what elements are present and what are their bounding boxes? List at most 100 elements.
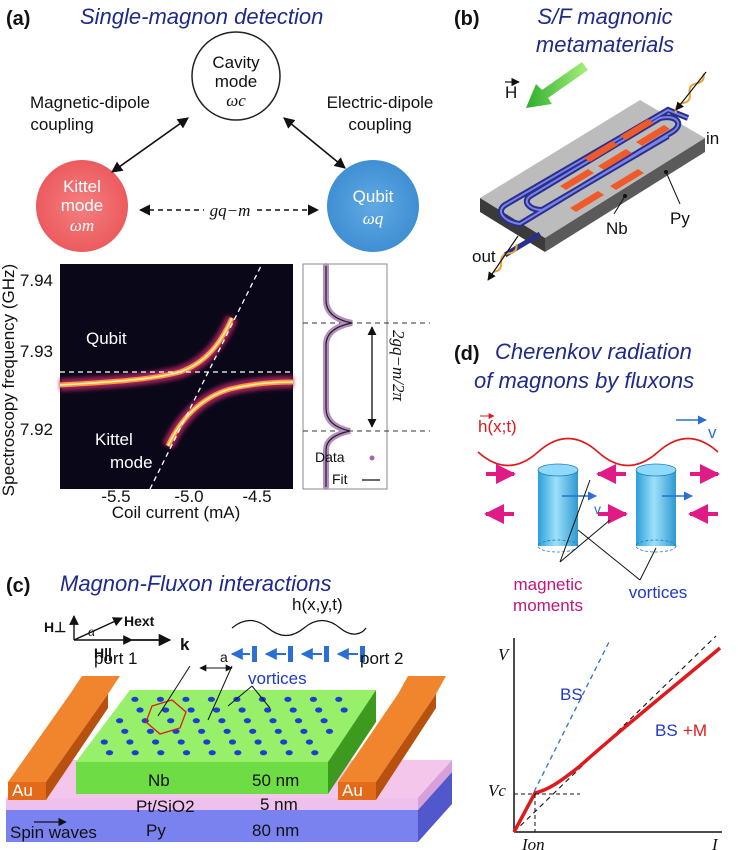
electric-coupling-line2: coupling bbox=[348, 115, 411, 134]
asymptote-line bbox=[513, 635, 717, 833]
k-label: k bbox=[180, 635, 190, 654]
pt-layer-front bbox=[6, 798, 418, 810]
port2-side bbox=[376, 694, 436, 800]
lattice-vortex bbox=[315, 707, 323, 713]
lattice-vortex bbox=[136, 707, 144, 713]
lattice-vortex bbox=[187, 707, 195, 713]
lattice-vortex bbox=[203, 739, 211, 745]
panel-d-title-line1: Cherenkov radiation bbox=[495, 339, 692, 364]
lattice-vortex bbox=[192, 718, 200, 724]
h-perp-label: H⊥ bbox=[44, 619, 66, 635]
xtick-label: -5.0 bbox=[174, 487, 203, 506]
velocity-label-top: v bbox=[708, 423, 717, 442]
kittel-line2: mode bbox=[61, 196, 104, 215]
panel-d-label: (d) bbox=[454, 343, 480, 365]
magnetic-coupling-line2: coupling bbox=[30, 115, 93, 134]
field-arrow bbox=[526, 62, 588, 108]
layer-nb-thickness: 50 nm bbox=[252, 771, 299, 790]
cylinder-body bbox=[538, 470, 578, 546]
lattice-vortex bbox=[167, 718, 175, 724]
panel-c: (c) Magnon-Fluxon interactions H⊥ Hext H… bbox=[6, 571, 452, 842]
py-strip bbox=[584, 141, 618, 162]
in-label: in bbox=[706, 129, 719, 148]
py-pointer bbox=[665, 171, 681, 205]
ytick-label: 7.93 bbox=[20, 342, 53, 361]
lattice-vortex bbox=[280, 739, 288, 745]
kittel-line1: Kittel bbox=[63, 177, 101, 196]
cylinder-top bbox=[635, 463, 677, 477]
lattice-vortex bbox=[259, 750, 268, 756]
lattice-vortex bbox=[198, 728, 206, 734]
cylinder-bottom bbox=[537, 539, 579, 553]
lattice-vortex bbox=[152, 739, 160, 745]
lattice-vortex bbox=[300, 728, 308, 734]
qubit-line1: Qubit bbox=[353, 187, 394, 206]
magnetic-moments-line2: moments bbox=[513, 596, 583, 615]
h-ext-label: Hext bbox=[124, 613, 155, 629]
lattice-vortex bbox=[177, 739, 185, 745]
py-strip bbox=[610, 169, 644, 190]
au-label-2: Au bbox=[342, 781, 363, 800]
lattice-vortex bbox=[285, 750, 293, 756]
field-label: H bbox=[505, 83, 517, 102]
lattice-vortex bbox=[100, 739, 108, 745]
vortex-marker bbox=[252, 646, 257, 662]
panel-c-label: (c) bbox=[6, 575, 30, 597]
lattice-constant-label: a bbox=[220, 649, 228, 665]
electric-coupling-arrow bbox=[283, 117, 346, 169]
bs-m-label-2: +M bbox=[683, 721, 707, 740]
spectrum-fit bbox=[325, 266, 353, 487]
port2-front bbox=[338, 782, 376, 800]
lattice-vortex bbox=[289, 707, 297, 713]
lattice-vortex bbox=[105, 750, 114, 756]
h-wave-c bbox=[231, 619, 367, 637]
py-layer-front bbox=[6, 810, 418, 842]
lattice-vortex bbox=[218, 718, 226, 724]
vortex-pointer bbox=[577, 529, 641, 581]
ytick-label: 7.92 bbox=[20, 420, 53, 439]
lattice-vortex bbox=[157, 750, 165, 756]
panel-d-title-line2: of magnons by fluxons bbox=[474, 368, 694, 393]
ion-label: Ion bbox=[521, 835, 545, 850]
au-label-1: Au bbox=[12, 781, 33, 800]
out-arrow bbox=[487, 235, 519, 281]
magnetic-moment-arrows bbox=[484, 464, 720, 524]
bs-m-curve bbox=[512, 646, 722, 833]
cylinder-body bbox=[636, 470, 676, 546]
lattice-vortex bbox=[146, 728, 154, 734]
moment-pointer bbox=[559, 479, 591, 563]
legend-fit-label: Fit bbox=[332, 471, 348, 487]
xtick-label: -4.5 bbox=[242, 487, 271, 506]
lattice-vortex bbox=[335, 696, 343, 702]
lattice-vortex bbox=[162, 707, 170, 713]
iv-x-label: I bbox=[711, 835, 719, 850]
lattice-vortex bbox=[182, 696, 190, 702]
port1-end bbox=[70, 676, 120, 694]
kittel-branch-label-2: mode bbox=[110, 453, 153, 472]
lattice-vortex bbox=[207, 696, 215, 702]
qubit-node bbox=[327, 160, 419, 252]
vortex-pointer bbox=[639, 547, 657, 581]
vortices-label-c: vortices bbox=[248, 669, 307, 688]
py-strips bbox=[560, 119, 670, 212]
magnetic-moments-line1: magnetic bbox=[514, 575, 583, 594]
nb-label: Nb bbox=[606, 219, 628, 238]
py-strip bbox=[560, 169, 594, 190]
legend-data-label: Data bbox=[315, 449, 345, 465]
kittel-node bbox=[36, 160, 128, 252]
layer-pt-thickness: 5 nm bbox=[260, 795, 298, 814]
splitting-label: 2gq−m/2π bbox=[389, 330, 408, 401]
wave-out bbox=[493, 244, 518, 273]
gqm-bg bbox=[204, 198, 256, 220]
gqm-label: gq−m bbox=[210, 201, 251, 220]
port2-label: port 2 bbox=[360, 649, 403, 668]
cavity-line1: Cavity bbox=[212, 53, 260, 72]
vortex-marker bbox=[324, 646, 329, 662]
cavity-node bbox=[191, 31, 281, 121]
lattice-guide bbox=[207, 665, 233, 721]
py-layer-side bbox=[418, 772, 452, 842]
heatmap-xticks: -5.5 -5.0 -4.5 bbox=[101, 487, 271, 506]
py-strip bbox=[620, 119, 654, 140]
ytick-label: 7.94 bbox=[20, 271, 53, 290]
h-field-c-label: h(x,y,t) bbox=[292, 595, 343, 614]
